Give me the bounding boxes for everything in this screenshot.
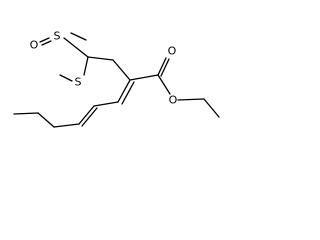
- bond-alpha-vinyl-double-b: [121, 81, 135, 105]
- atom-label-thio-sulfur: S: [75, 76, 82, 89]
- bond-carbonyl-oxygen-double-b: [160, 58, 170, 77]
- bond-alpha-vinyl-double-a: [117, 79, 131, 103]
- bond-ch-to-ch2: [87, 56, 114, 61]
- bond-ch-to-thio-sulfur: [83, 56, 89, 76]
- bond-sulfinyl-oxygen-double-b: [41, 40, 52, 46]
- molecule-structure: S O S O O: [13, 30, 220, 128]
- bond-carbonyl-to-ester-oxygen: [157, 74, 171, 95]
- bond-thio-sulfur-methyl: [59, 74, 73, 82]
- bond-diene-double-b: [81, 107, 98, 127]
- bond-diene-to-propyl: [53, 123, 80, 128]
- bond-ch2-to-alpha-carbon: [112, 59, 131, 81]
- atom-label-sulfinyl-oxygen: O: [30, 39, 39, 52]
- bond-ethyl-ch2-ch3: [203, 98, 220, 118]
- bond-sulfinyl-oxygen-double-a: [39, 37, 50, 43]
- atom-label-ester-oxygen: O: [169, 94, 178, 107]
- bond-propyl-2: [13, 112, 39, 115]
- bond-ester-oxygen-to-ethyl: [177, 98, 205, 101]
- bond-sulfinyl-to-ch: [63, 37, 89, 58]
- bond-alpha-to-carbonyl: [129, 74, 159, 81]
- bond-carbonyl-oxygen-double-a: [157, 57, 167, 76]
- bond-methyl-sulfinyl: [70, 32, 87, 41]
- bond-diene-double-a: [78, 105, 95, 125]
- bond-propyl-1: [37, 112, 55, 128]
- atom-label-carbonyl-oxygen: O: [168, 45, 177, 58]
- atom-label-sulfinyl-sulfur: S: [54, 30, 61, 43]
- bond-vinyl-to-diene: [93, 101, 119, 107]
